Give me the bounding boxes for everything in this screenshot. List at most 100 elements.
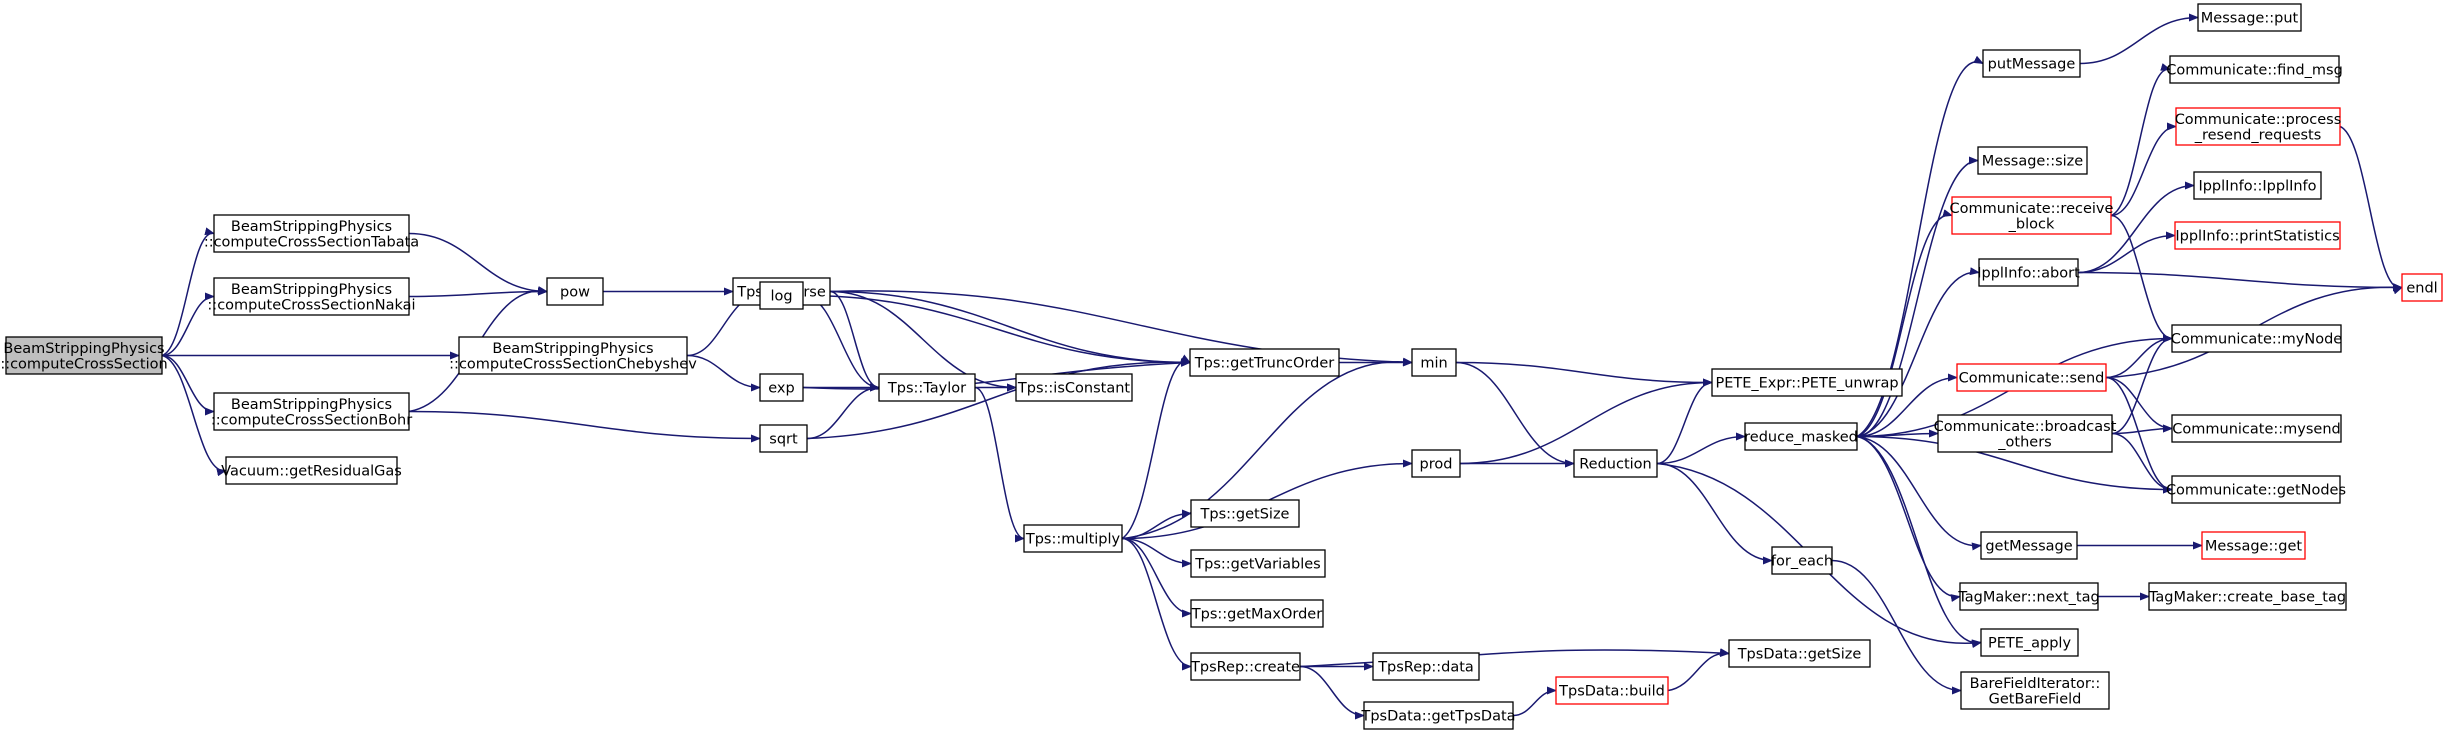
edge-reduction-to-unwrap [1656, 378, 1713, 465]
node-msgput[interactable]: Message::put [2197, 3, 2302, 32]
node-gettpsdata[interactable]: TpsData::getTpsData [1360, 701, 1516, 730]
node-exp[interactable]: exp [759, 373, 804, 402]
node-endl[interactable]: endl [2401, 273, 2443, 302]
edge-reduce-to-putmsg [1856, 55, 1984, 438]
edge-multiply-to-min [1121, 357, 1413, 540]
node-getmsg[interactable]: getMessage [1980, 531, 2078, 560]
node-msgput-label-0: Message::put [2201, 11, 2299, 27]
node-sqrt-label-0: sqrt [769, 432, 798, 448]
node-min[interactable]: min [1411, 348, 1457, 377]
node-peteapply-label-0: PETE_apply [1988, 636, 2071, 652]
node-vacuum[interactable]: Vacuum::getResidualGas [221, 456, 402, 485]
node-putmsg-box [1982, 49, 2081, 78]
node-taylor-label-0: Tps::Taylor [887, 381, 966, 397]
node-reduction[interactable]: Reduction [1573, 449, 1658, 478]
node-nakai[interactable]: BeamStrippingPhysics::computeCrossSectio… [207, 277, 416, 316]
nodes-layer: BeamStrippingPhysics::computeCrossSectio… [0, 3, 2443, 730]
edge-build-to-tdsize [1667, 648, 1730, 692]
node-root[interactable]: BeamStrippingPhysics::computeCrossSectio… [0, 336, 168, 375]
node-nakai-label-1: ::computeCrossSectionNakai [207, 297, 415, 313]
node-min-label-0: min [1420, 356, 1447, 372]
node-getmax[interactable]: Tps::getMaxOrder [1190, 599, 1324, 628]
node-prod[interactable]: prod [1411, 449, 1461, 478]
node-getmax-label-0: Tps::getMaxOrder [1191, 607, 1322, 623]
node-foreach-box [1771, 546, 1833, 575]
node-send[interactable]: Communicate::send [1956, 363, 2107, 392]
node-peteapply[interactable]: PETE_apply [1980, 628, 2079, 657]
edge-multiply-to-gettrunc [1121, 354, 1191, 540]
node-recvblock[interactable]: Communicate::receive_block [1950, 196, 2114, 235]
node-tdsize[interactable]: TpsData::getSize [1728, 639, 1871, 668]
node-ippl-box [2193, 171, 2322, 200]
node-nexttag[interactable]: TagMaker::next_tag [1957, 582, 2100, 611]
node-multiply[interactable]: Tps::multiply [1023, 524, 1123, 553]
node-ippl[interactable]: IpplInfo::IpplInfo [2193, 171, 2322, 200]
node-mynode[interactable]: Communicate::myNode [2171, 324, 2343, 353]
node-unwrap[interactable]: PETE_Expr::PETE_unwrap [1711, 368, 1903, 397]
node-findmsg-label-0: Communicate::find_msg [2166, 63, 2343, 79]
node-getvars[interactable]: Tps::getVariables [1190, 549, 1326, 578]
node-nexttag-label-0: TagMaker::next_tag [1957, 590, 2099, 606]
node-msgget[interactable]: Message::get [2201, 531, 2306, 560]
edge-abort-to-printstats [2077, 231, 2176, 274]
node-basetag[interactable]: TagMaker::create_base_tag [2148, 582, 2347, 611]
node-abort[interactable]: IpplInfo::abort [1977, 258, 2080, 287]
edge-taylor-to-multiply [974, 386, 1025, 543]
node-cheby[interactable]: BeamStrippingPhysics::computeCrossSectio… [449, 336, 697, 375]
node-isconst-box [1015, 373, 1133, 402]
node-reduce[interactable]: reduce_masked [1744, 422, 1858, 451]
node-build[interactable]: TpsData::build [1555, 676, 1669, 705]
node-create[interactable]: TpsRep::create [1190, 652, 1301, 681]
edge-root-to-vacuum [161, 354, 227, 477]
node-putmsg[interactable]: putMessage [1982, 49, 2081, 78]
node-barefield[interactable]: BareFieldIterator::GetBareField [1960, 671, 2110, 710]
node-resend[interactable]: Communicate::process_resend_requests [2175, 107, 2342, 146]
node-endl-label-0: endl [2406, 281, 2437, 297]
edge-sqrt-to-taylor [806, 383, 880, 440]
node-sqrt-box [759, 424, 808, 453]
node-msgsize[interactable]: Message::size [1977, 146, 2088, 175]
node-tabata-label-1: ::computeCrossSectionTabata [204, 234, 419, 250]
edge-tabata-to-pow [408, 232, 548, 296]
node-msgget-box [2201, 531, 2306, 560]
edge-recvblock-to-mynode [2110, 214, 2173, 343]
node-endl-box [2401, 273, 2443, 302]
node-bohr[interactable]: BeamStrippingPhysics::computeCrossSectio… [211, 392, 412, 431]
node-isconst[interactable]: Tps::isConstant [1015, 373, 1133, 402]
edge-reduce-to-send [1856, 373, 1958, 438]
node-printstats-box [2174, 221, 2341, 250]
node-repdata[interactable]: TpsRep::data [1372, 652, 1480, 681]
node-abort-label-0: IpplInfo::abort [1977, 266, 2080, 282]
node-getsize[interactable]: Tps::getSize [1190, 499, 1300, 528]
node-build-label-0: TpsData::build [1558, 684, 1665, 700]
edge-reduce-to-peteapply [1856, 435, 1982, 648]
node-mysend[interactable]: Communicate::mysend [2171, 414, 2342, 443]
node-getnodes-label-0: Communicate::getNodes [2166, 483, 2346, 499]
node-gettrunc[interactable]: Tps::getTruncOrder [1189, 348, 1340, 377]
node-getmax-box [1190, 599, 1324, 628]
node-printstats[interactable]: IpplInfo::printStatistics [2174, 221, 2341, 250]
edge-send-to-getnodes [2105, 376, 2173, 494]
node-pow[interactable]: pow [546, 277, 604, 306]
node-foreach[interactable]: for_each [1771, 546, 1833, 575]
node-tdsize-box [1728, 639, 1871, 668]
node-msgsize-label-0: Message::size [1982, 154, 2084, 170]
node-bcast[interactable]: Communicate::broadcast_others [1934, 414, 2117, 453]
node-taylor[interactable]: Tps::Taylor [878, 373, 976, 402]
edge-recvblock-to-resend [2110, 122, 2177, 217]
edge-reduction-to-foreach [1656, 462, 1773, 565]
node-build-box [1555, 676, 1669, 705]
node-root-label-1: ::computeCrossSection [0, 356, 167, 372]
node-sqrt[interactable]: sqrt [759, 424, 808, 453]
node-vacuum-label-0: Vacuum::getResidualGas [221, 464, 402, 480]
node-multiply-label-0: Tps::multiply [1025, 532, 1121, 548]
node-log[interactable]: log [759, 281, 804, 310]
node-exp-label-0: exp [768, 381, 794, 397]
node-bohr-label-0: BeamStrippingPhysics [231, 397, 392, 413]
node-findmsg[interactable]: Communicate::find_msg [2166, 55, 2343, 84]
node-getnodes[interactable]: Communicate::getNodes [2166, 475, 2346, 504]
node-tabata[interactable]: BeamStrippingPhysics::computeCrossSectio… [204, 214, 419, 253]
edge-reduction-to-reduce [1656, 432, 1746, 465]
edges-layer [161, 13, 2403, 720]
